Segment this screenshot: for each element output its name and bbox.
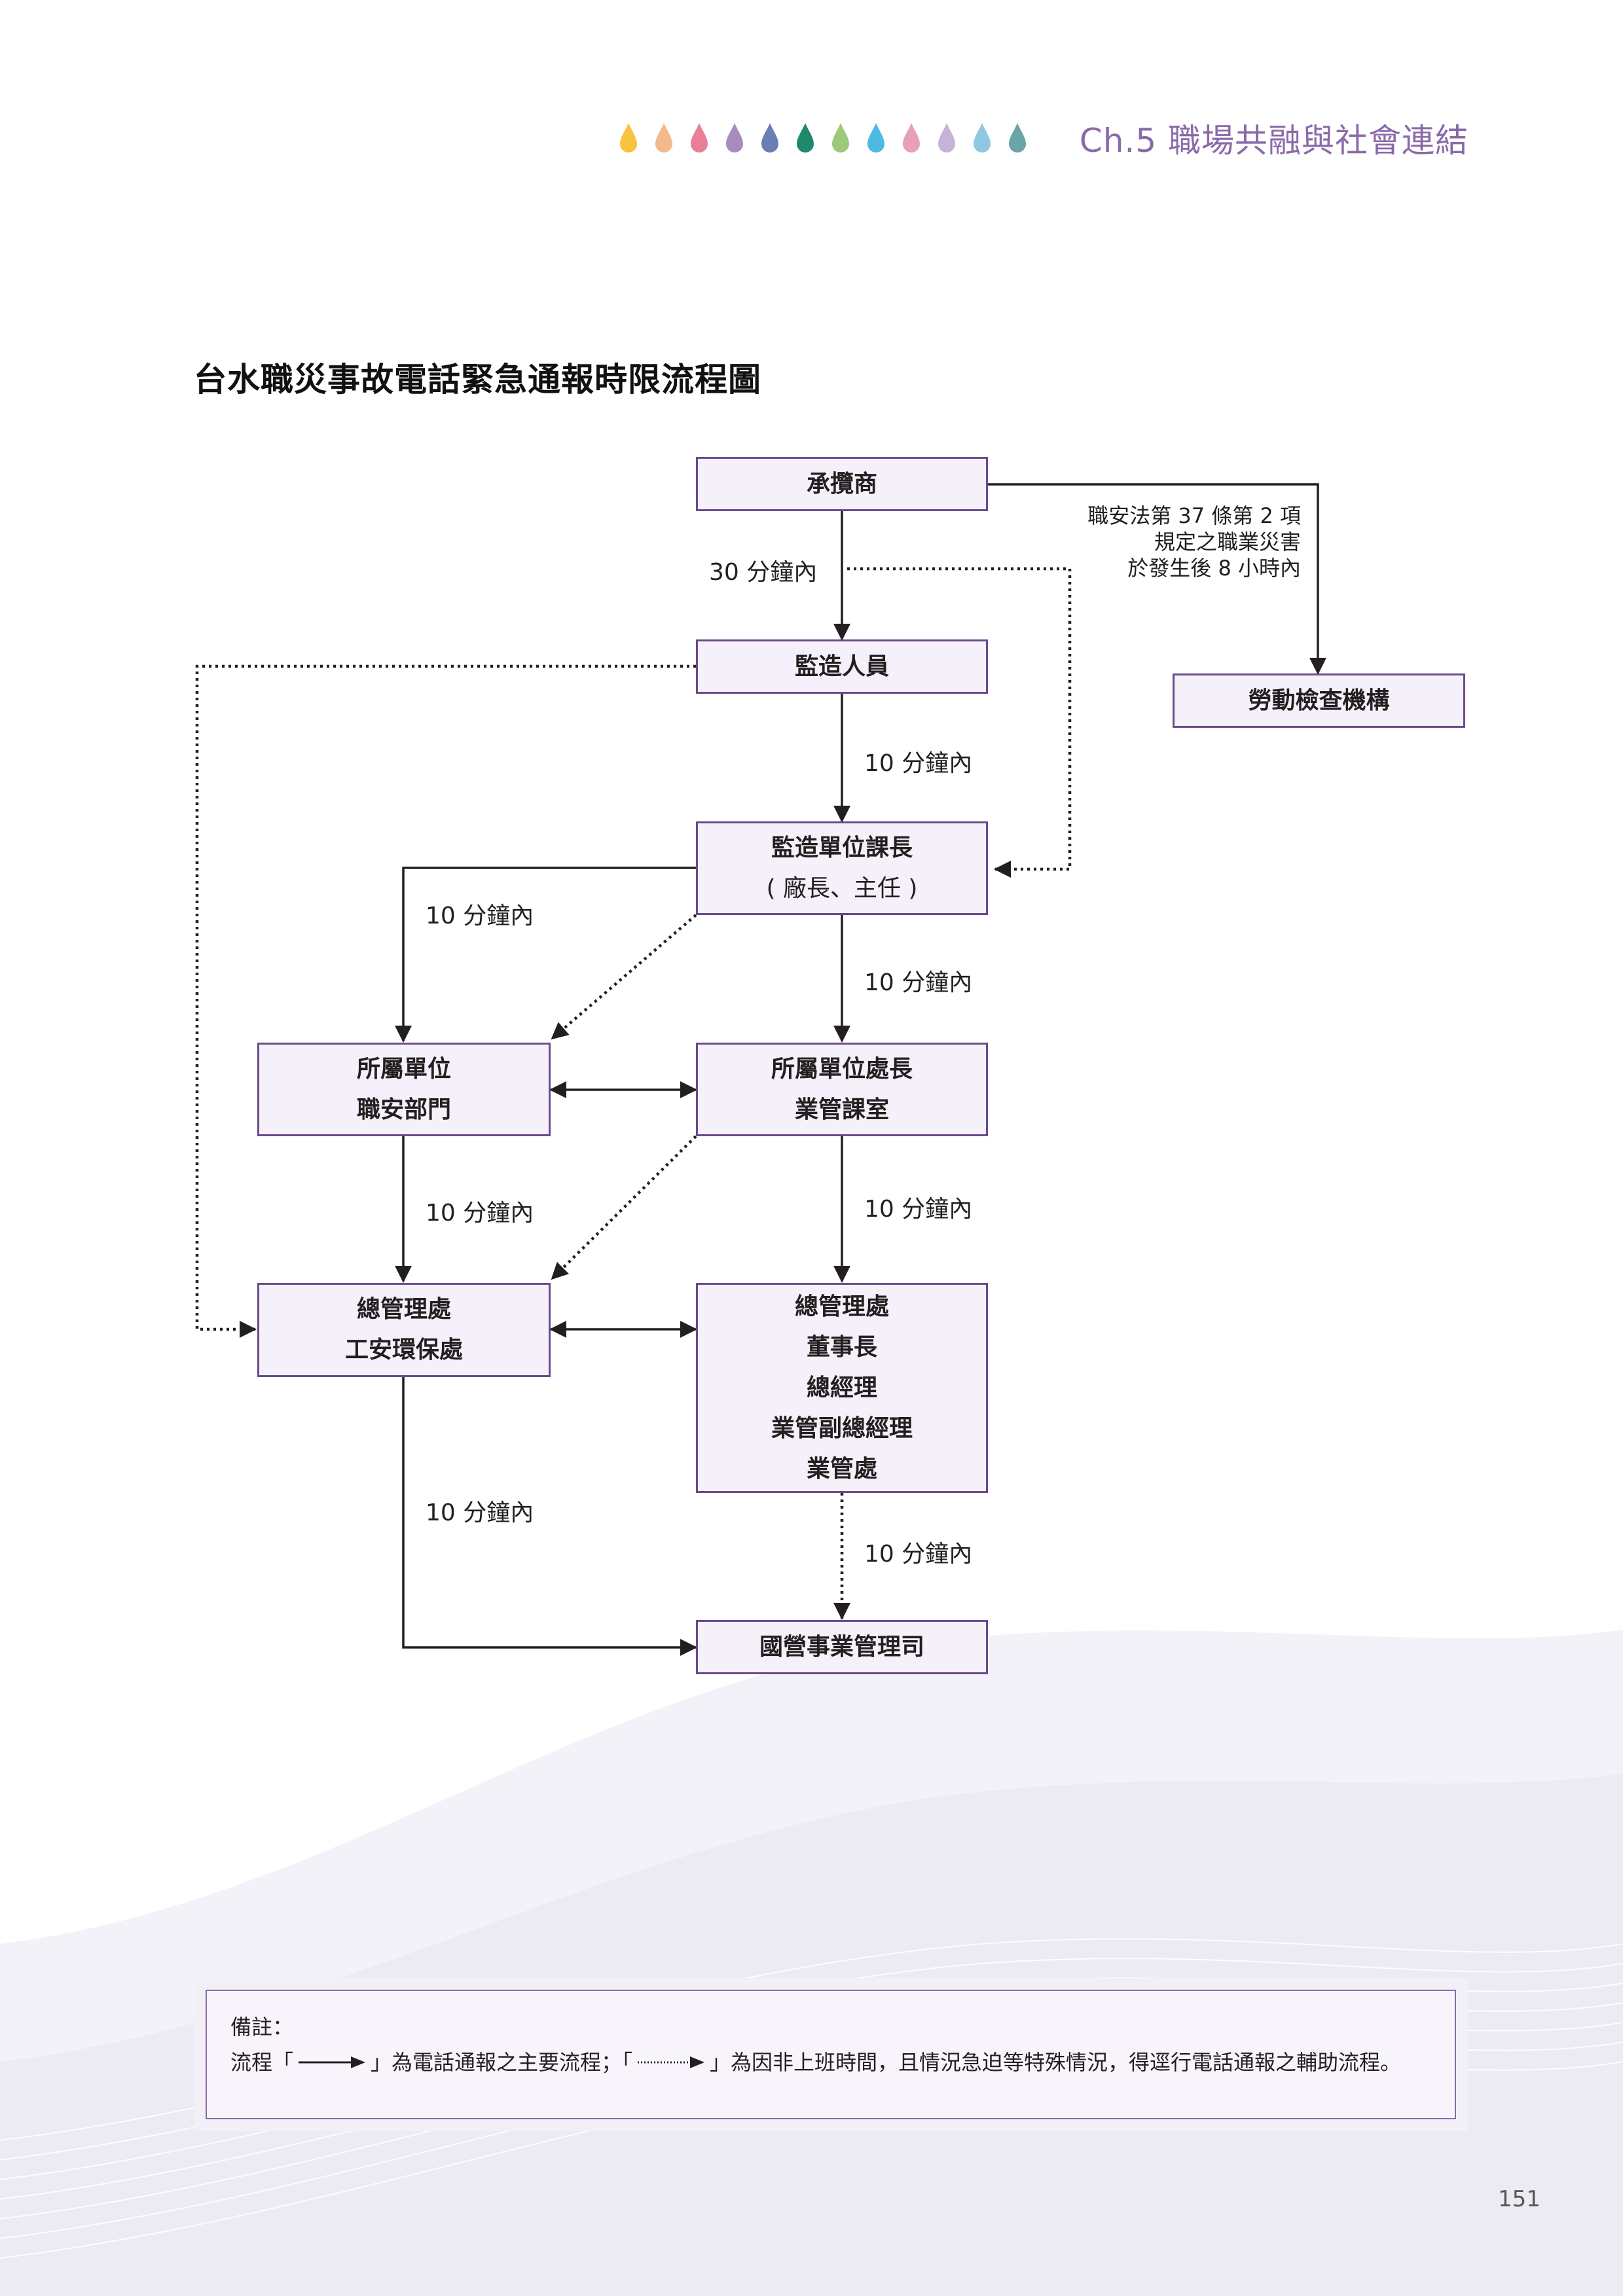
color-drop-icon — [655, 123, 672, 152]
node-hq-exec-line-4: 業管副總經理 — [771, 1414, 913, 1442]
node-safety-dept-line-1: 所屬單位 — [356, 1055, 451, 1083]
aux-edge-section-chief-to-safety-dept — [551, 914, 697, 1040]
color-drop-icon — [796, 123, 814, 152]
node-safety-dept: 所屬單位 職安部門 — [257, 1043, 551, 1136]
label-safety-dept-hq-env: 10 分鐘內 — [426, 1200, 534, 1227]
node-hq-exec-line-3: 總經理 — [806, 1374, 877, 1401]
node-section-chief-line-2: ( 廠長、主任 ) — [766, 874, 918, 902]
law-note-line-3: 於發生後 8 小時內 — [1127, 556, 1301, 581]
node-division-head-line-1: 所屬單位處長 — [771, 1055, 913, 1083]
edge-hq-env-to-state-enterprise — [402, 1377, 697, 1656]
legend-box: 備註： 流程「 」為電話通報之主要流程；「 」為因非上班時間，且情況急迫等特殊情… — [206, 1990, 1456, 2119]
color-drop-icon — [761, 123, 778, 152]
edge-contractor-to-labor-inspection — [988, 483, 1326, 675]
law-note-line-2: 規定之職業災害 — [1154, 529, 1301, 554]
node-division-head: 所屬單位處長 業管課室 — [696, 1043, 988, 1136]
legend-text: 流程「 」為電話通報之主要流程；「 」為因非上班時間，且情況急迫等特殊情況，得逕… — [230, 2045, 1431, 2080]
node-hq-exec-line-1: 總管理處 — [794, 1293, 889, 1320]
color-drop-icon — [902, 123, 920, 152]
aux-edge-contractor-to-section-chief — [847, 567, 1072, 878]
color-drop-icon — [725, 123, 743, 152]
color-drop-icon — [690, 123, 708, 152]
node-hq-exec-line-5: 業管處 — [806, 1455, 877, 1482]
aux-edge-supervisor-to-hq-env — [195, 664, 696, 1338]
node-contractor: 承攬商 — [696, 457, 988, 511]
node-hq-exec: 總管理處 董事長 總經理 業管副總經理 業管處 — [696, 1283, 988, 1493]
legend-prefix: 流程「 — [230, 2050, 294, 2075]
color-drop-row — [619, 122, 1027, 154]
label-hq-exec-state-enterprise: 10 分鐘內 — [864, 1541, 973, 1568]
node-hq-exec-line-2: 董事長 — [806, 1333, 877, 1361]
node-supervisor-line: 監造人員 — [794, 653, 889, 680]
legend-middle: 」為電話通報之主要流程；「 — [371, 2050, 633, 2075]
aux-edge-division-head-to-hq-env — [551, 1135, 697, 1280]
legend-suffix: 」為因非上班時間，且情況急迫等特殊情況，得逕行電話通報之輔助流程。 — [710, 2050, 1402, 2075]
dotted-arrow-sample-icon — [638, 2056, 705, 2068]
page-number: 151 — [1498, 2186, 1541, 2212]
chapter-title: Ch.5 職場共融與社會連結 — [1079, 122, 1468, 160]
color-drop-icon — [973, 123, 991, 152]
page-title: 台水職災事故電話緊急通報時限流程圖 — [194, 361, 761, 399]
node-supervisor: 監造人員 — [696, 639, 988, 694]
node-section-chief: 監造單位課長 ( 廠長、主任 ) — [696, 821, 988, 915]
color-drop-icon — [831, 123, 849, 152]
label-contractor-supervisor: 30 分鐘內 — [709, 559, 818, 586]
edge-section-chief-to-safety-dept — [395, 867, 696, 1043]
node-contractor-line: 承攬商 — [806, 470, 877, 497]
law-note-line-1: 職安法第 37 條第 2 項 — [1087, 503, 1301, 528]
color-drop-icon — [867, 123, 884, 152]
node-state-enterprise-line: 國營事業管理司 — [759, 1633, 924, 1660]
color-drop-icon — [938, 123, 955, 152]
legend-panel: 備註： 流程「 」為電話通報之主要流程；「 」為因非上班時間，且情況急迫等特殊情… — [194, 1978, 1468, 2131]
node-safety-dept-line-2: 職安部門 — [356, 1096, 451, 1123]
node-labor-inspection: 勞動檢查機構 — [1173, 673, 1465, 728]
chapter-header: Ch.5 職場共融與社會連結 — [619, 115, 1468, 162]
node-hq-env-line-1: 總管理處 — [356, 1296, 451, 1323]
node-division-head-line-2: 業管課室 — [794, 1096, 889, 1123]
law-note: 職安法第 37 條第 2 項 規定之職業災害 於發生後 8 小時內 — [1087, 503, 1301, 581]
label-section-chief-division-head: 10 分鐘內 — [864, 969, 973, 996]
legend-title: 備註： — [230, 2015, 294, 2039]
node-hq-env-line-2: 工安環保處 — [344, 1336, 463, 1363]
node-state-enterprise: 國營事業管理司 — [696, 1620, 988, 1674]
label-supervisor-section-chief: 10 分鐘內 — [864, 750, 973, 777]
color-drop-icon — [1008, 123, 1026, 152]
solid-arrow-sample-icon — [299, 2056, 366, 2068]
label-section-chief-safety-dept: 10 分鐘內 — [426, 903, 534, 929]
label-hq-env-state-enterprise: 10 分鐘內 — [426, 1499, 534, 1526]
node-section-chief-line-1: 監造單位課長 — [771, 834, 913, 861]
node-labor-inspection-line: 勞動檢查機構 — [1248, 687, 1390, 714]
color-drop-icon — [619, 123, 637, 152]
node-hq-env: 總管理處 工安環保處 — [257, 1283, 551, 1377]
label-division-head-hq-exec: 10 分鐘內 — [864, 1196, 973, 1223]
